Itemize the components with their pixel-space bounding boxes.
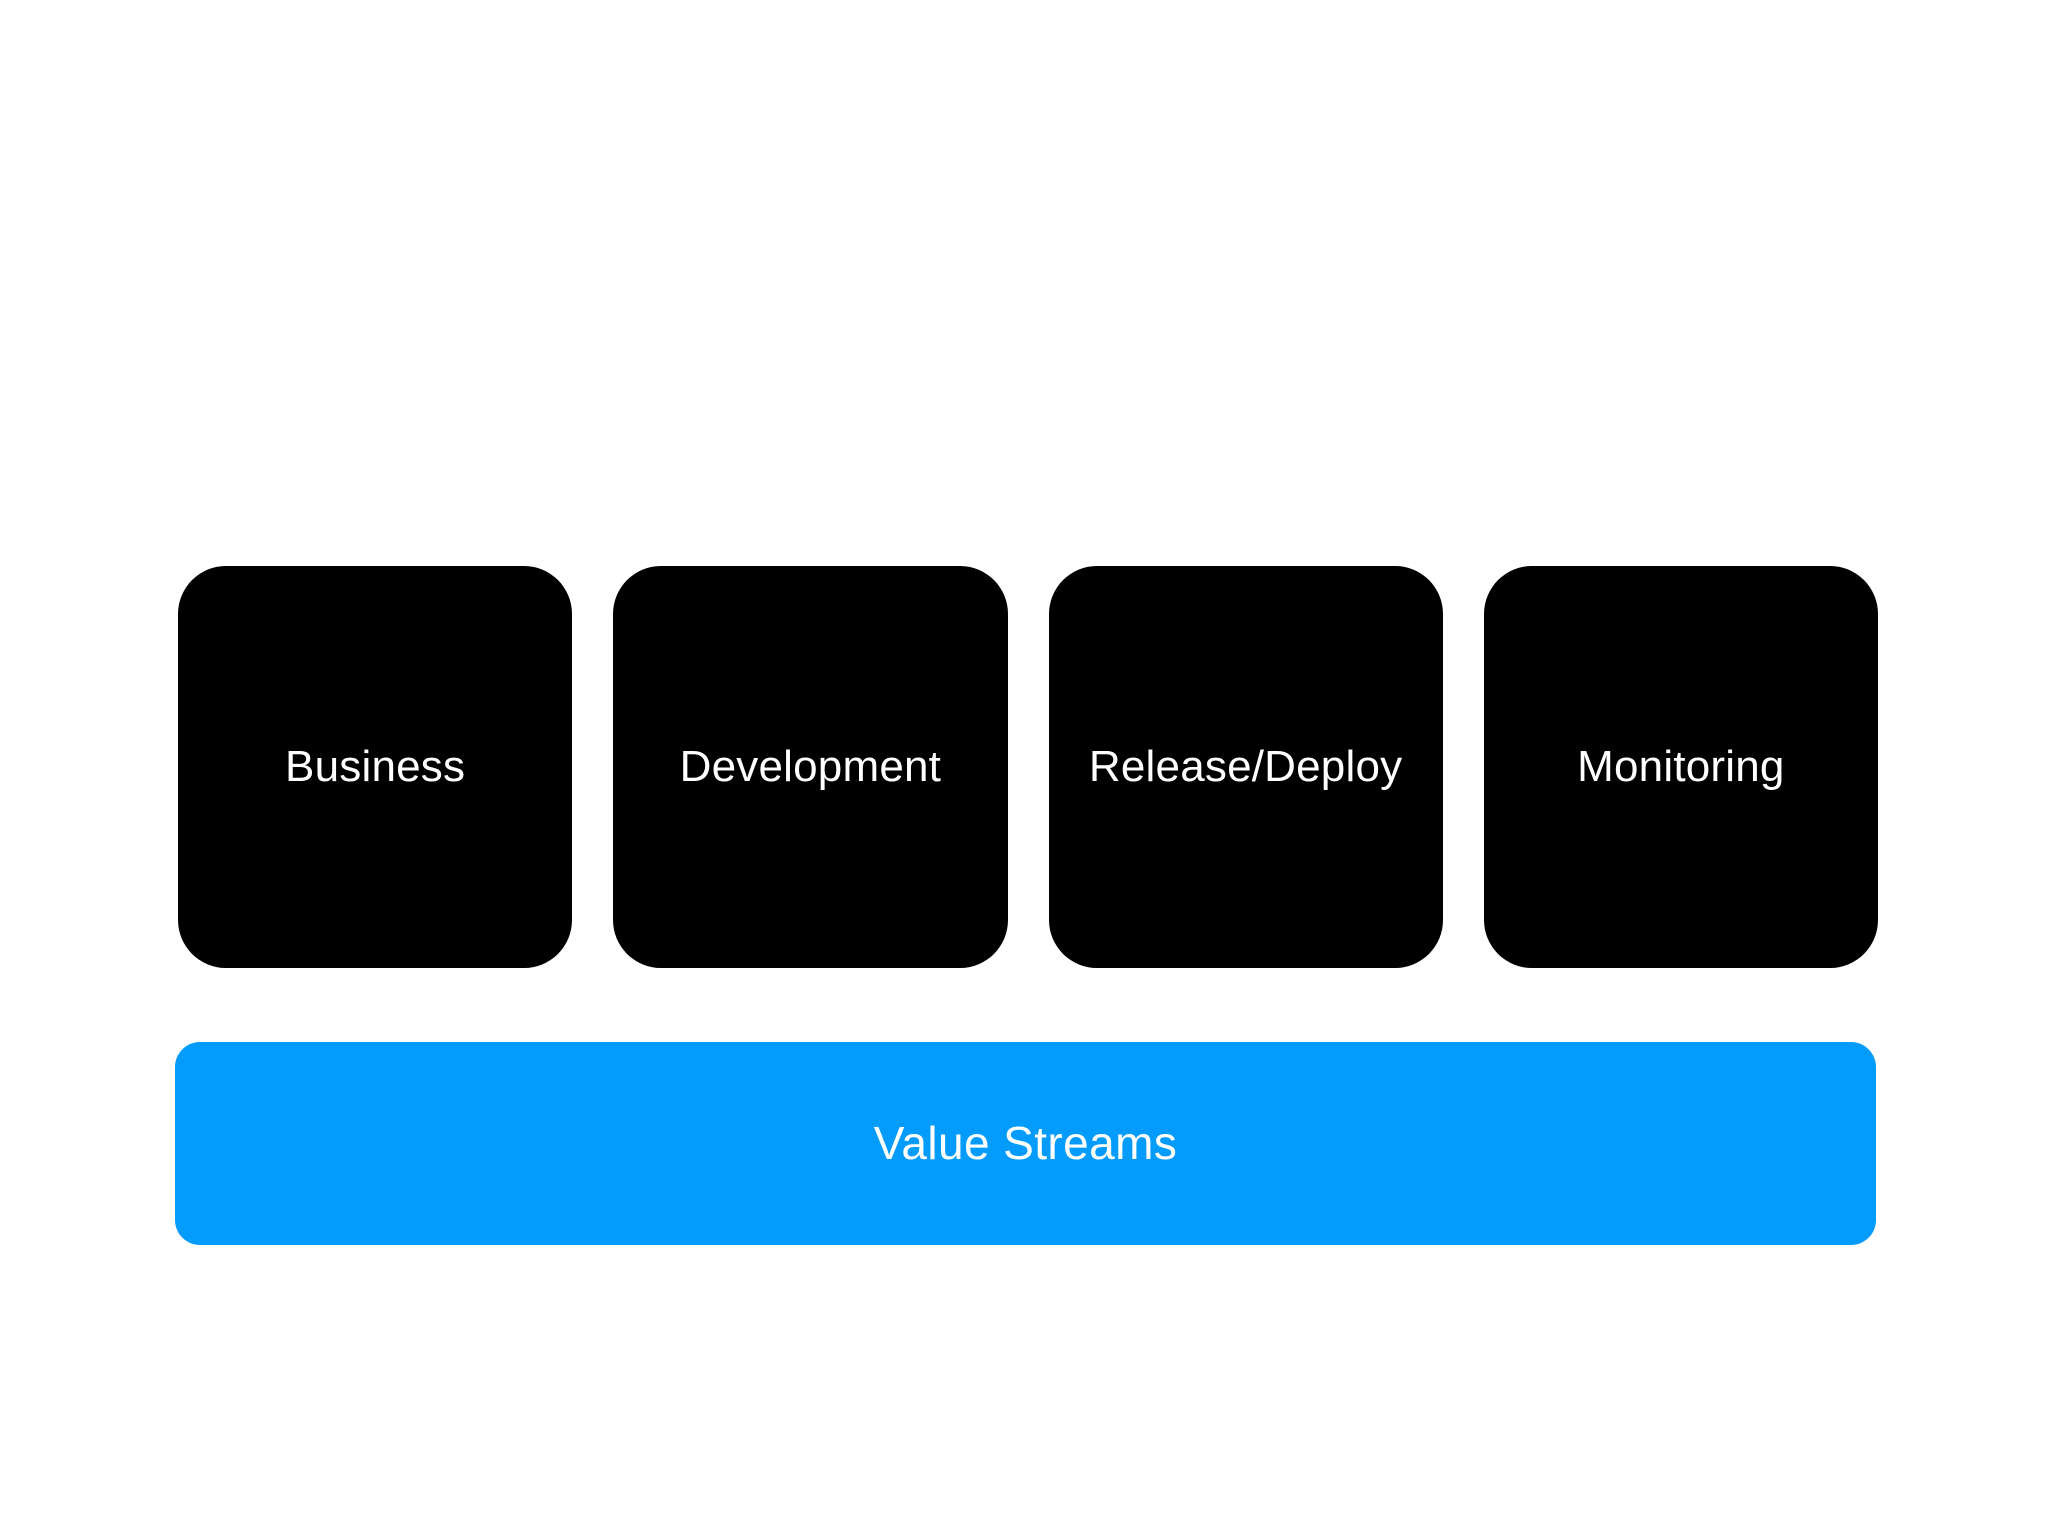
stage-card-label: Business — [285, 741, 466, 791]
value-streams-bar-label: Value Streams — [873, 1117, 1178, 1170]
stage-card-label: Development — [679, 741, 942, 791]
stage-card-monitoring[interactable]: Monitoring — [1483, 566, 1878, 968]
stage-card-development[interactable]: Development — [613, 566, 1008, 968]
stage-card-row: Business Development Release/Deploy Moni… — [178, 566, 1878, 968]
stage-card-label: Monitoring — [1577, 741, 1785, 791]
stage-card-label: Release/Deploy — [1088, 741, 1403, 791]
value-streams-bar[interactable]: Value Streams — [175, 1042, 1876, 1245]
stage-card-business[interactable]: Business — [178, 566, 573, 968]
stage-card-release-deploy[interactable]: Release/Deploy — [1048, 566, 1443, 968]
